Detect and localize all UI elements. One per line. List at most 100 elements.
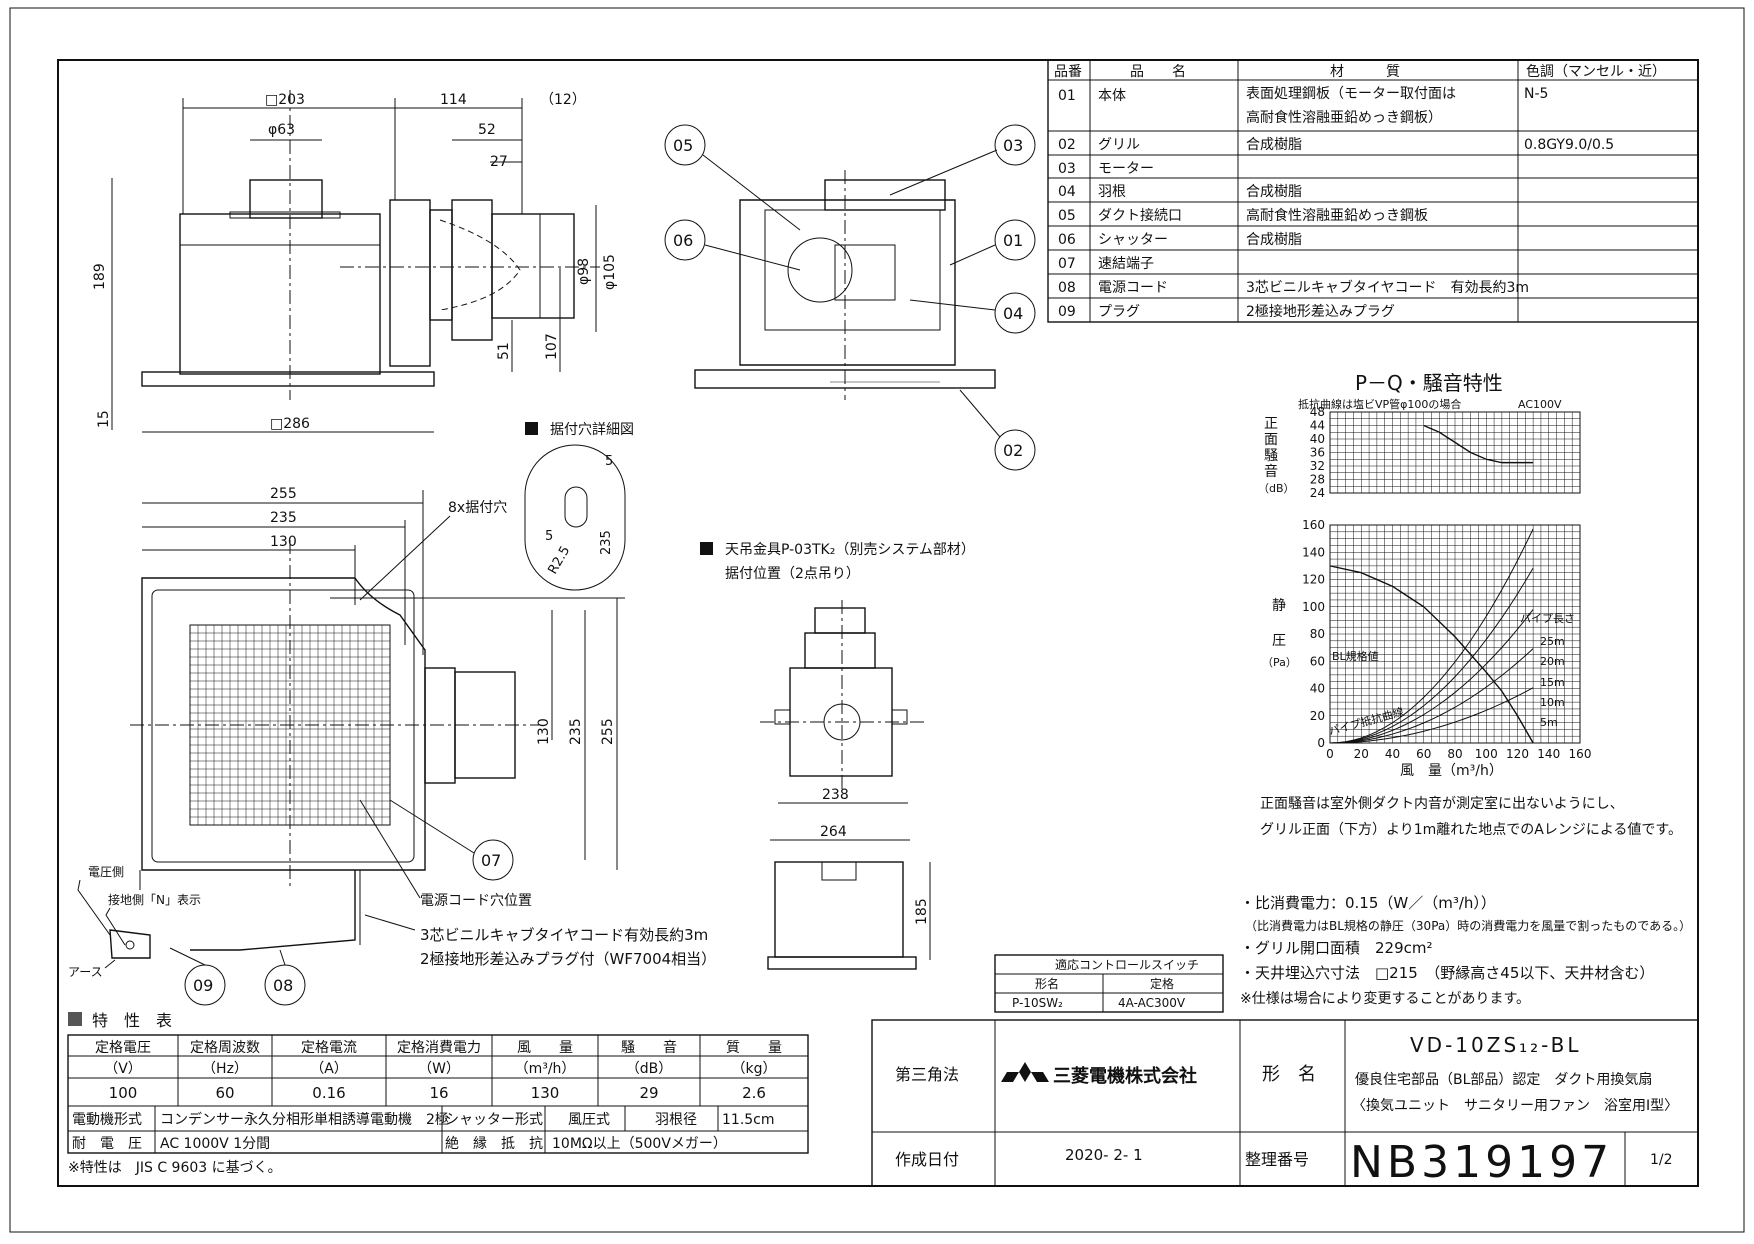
dim-189: 189 <box>92 263 108 290</box>
spec-header: 定格電圧 <box>95 1040 151 1056</box>
pipe-curve <box>1329 609 1534 744</box>
document-number: NB319197 <box>1350 1137 1613 1188</box>
dim-235: 235 <box>270 510 297 526</box>
noise-note: 抵抗曲線は塩ビVP管φ100の場合 <box>1298 397 1461 411</box>
pipe-curve <box>1329 528 1534 744</box>
spec-header-unit: （V） <box>104 1061 142 1077</box>
spec-header: 定格周波数 <box>190 1040 260 1056</box>
switch-title: 適応コントロールスイッチ <box>1055 957 1199 972</box>
noise-y-tick: 32 <box>1310 459 1325 473</box>
switch-table: 適応コントロールスイッチ 形名 定格 P-10SW₂ 4A-AC300V <box>994 954 1224 1013</box>
parts-row-color: N-5 <box>1524 86 1548 102</box>
x-axis-label: 風 量（m³/h） <box>1400 763 1503 779</box>
spec-value: 100 <box>109 1084 138 1102</box>
note-1: 正面騒音は室外側ダクト内音が測定室に出ないようにし、 <box>1260 795 1624 812</box>
projection-label: 第三角法 <box>895 1065 959 1084</box>
noise-ylabel-4: 音 <box>1264 463 1278 480</box>
spec-table: 特 性 表 定格電圧（V）100定格周波数（Hz）60定格電流（A）0.16定格… <box>67 1011 809 1176</box>
hanger-subtitle: 据付位置（2点吊り） <box>725 566 860 582</box>
note-power-detail: （比消費電力はBL規格の静圧（30Pa）時の消費電力を風量で割ったものである。） <box>1245 918 1691 933</box>
pq-x-tick: 100 <box>1475 747 1498 761</box>
noise-y-tick: 48 <box>1310 405 1325 419</box>
dim-203: □203 <box>265 92 305 108</box>
dim-255: 255 <box>270 486 297 502</box>
parts-row-no: 02 <box>1058 137 1076 153</box>
pq-y-tick: 120 <box>1302 573 1325 587</box>
note-change: ※仕様は場合により変更することがあります。 <box>1240 990 1530 1007</box>
parts-row-name: シャッター <box>1098 232 1168 248</box>
dim-27: 27 <box>490 154 508 170</box>
voltage-label: AC100V <box>1518 398 1562 411</box>
dim-v255: 255 <box>600 718 616 745</box>
callout-04: 04 <box>1003 304 1023 323</box>
spec-header: 風 量 <box>517 1040 573 1056</box>
parts-row-name: 電源コード <box>1098 280 1168 296</box>
hatch-square-icon <box>68 1012 82 1026</box>
date-value: 2020- 2- 1 <box>1065 1146 1143 1164</box>
notes: 正面騒音は室外側ダクト内音が測定室に出ないようにし、 グリル正面（下方）より1m… <box>1240 795 1691 1007</box>
model-desc-1: 優良住宅部品（BL部品）認定 ダクト用換気扇 <box>1355 1072 1652 1088</box>
callout-08: 08 <box>273 976 293 995</box>
parts-header-name: 品 名 <box>1130 64 1186 80</box>
spec-header-unit: （dB） <box>626 1061 673 1077</box>
callout-06: 06 <box>673 231 693 250</box>
parts-row-material: 合成樹脂 <box>1246 137 1302 153</box>
spec-footnote: ※特性は JIS C 9603 に基づく。 <box>68 1159 282 1176</box>
parts-header-no: 品番 <box>1054 64 1082 80</box>
dim-105: φ105 <box>602 254 618 290</box>
noise-y-tick: 28 <box>1310 473 1325 487</box>
static-pressure-curve <box>1329 565 1534 744</box>
hole-dim-235: 235 <box>599 530 614 555</box>
spec-value: 0.16 <box>312 1084 345 1102</box>
note-power: ・比消費電力：0.15（W／（m³/h）） <box>1240 894 1496 912</box>
callout-02: 02 <box>1003 441 1023 460</box>
spec-header-unit: （m³/h） <box>515 1061 576 1077</box>
pipe-length-title: パイプ長さ <box>1520 612 1575 625</box>
spec-header-unit: （Hz） <box>202 1061 248 1077</box>
spec-header: 定格消費電力 <box>397 1040 481 1056</box>
pq-y-tick: 100 <box>1302 600 1325 614</box>
dim-98: φ98 <box>576 258 592 285</box>
pq-x-tick: 60 <box>1416 747 1431 761</box>
hole-dim-r25: R2.5 <box>545 544 573 577</box>
parts-row-no: 09 <box>1058 304 1076 320</box>
parts-row-no: 03 <box>1058 161 1076 177</box>
parts-row-material: 2極接地形差込みプラグ <box>1246 303 1395 320</box>
parts-row-material-2: 高耐食性溶融亜鉛めっき鋼板） <box>1246 109 1442 126</box>
hanger-title: 天吊金具P-03TK₂（別売システム部材） <box>725 542 975 558</box>
pipe-length-label: 5m <box>1540 716 1558 729</box>
page-number: 1/2 <box>1650 1152 1673 1168</box>
spec-value: 2.6 <box>742 1084 766 1102</box>
parts-row-name: ダクト接続口 <box>1098 207 1182 224</box>
label-cord-hole: 電源コード穴位置 <box>420 893 532 909</box>
static-ylabel-2: 圧 <box>1272 633 1286 649</box>
parts-row-material: 3芯ビニルキャブタイヤコード 有効長約3m <box>1246 279 1529 296</box>
pq-chart: P－Q・騒音特性 抵抗曲線は塩ビVP管φ100の場合 AC100V 正 面 騒 … <box>1258 371 1591 779</box>
parts-row-color: 0.8GY9.0/0.5 <box>1524 137 1614 153</box>
shutter-label: シャッター形式 <box>445 1112 543 1128</box>
callout-03: 03 <box>1003 136 1023 155</box>
pipe-length-label: 20m <box>1540 655 1565 668</box>
pq-x-tick: 20 <box>1354 747 1369 761</box>
noise-y-tick: 40 <box>1310 432 1325 446</box>
square-bullet-icon-2 <box>700 542 713 555</box>
pq-y-tick: 140 <box>1302 545 1325 559</box>
cord-assembly: 電圧側 接地側「N」表示 アース 09 08 07 電源コード穴位置 3芯ビニル… <box>68 799 716 1006</box>
switch-v2: 4A-AC300V <box>1118 996 1186 1010</box>
note-ceiling: ・天井埋込穴寸法 □215 （野縁高さ45以下、天井材含む） <box>1240 964 1654 982</box>
switch-v1: P-10SW₂ <box>1012 996 1063 1010</box>
outer-border <box>9 7 1745 1233</box>
pq-x-tick: 140 <box>1537 747 1560 761</box>
callout-05: 05 <box>673 136 693 155</box>
motor-value: コンデンサー永久分相形単相誘導電動機 2極 <box>160 1111 449 1128</box>
switch-h1: 形名 <box>1035 976 1059 991</box>
insulation-value: 10MΩ以上（500Vメガー） <box>552 1136 727 1152</box>
withstand-value: AC 1000V 1分間 <box>160 1136 270 1152</box>
callouts-top: 05 03 06 01 04 02 <box>664 124 1036 471</box>
bl-standard-label: BL規格値 <box>1332 649 1379 663</box>
spec-value: 130 <box>531 1084 560 1102</box>
pq-x-tick: 160 <box>1569 747 1592 761</box>
mitsubishi-logo-icon <box>1001 1062 1049 1082</box>
company-name: 三菱電機株式会社 <box>1053 1065 1197 1087</box>
